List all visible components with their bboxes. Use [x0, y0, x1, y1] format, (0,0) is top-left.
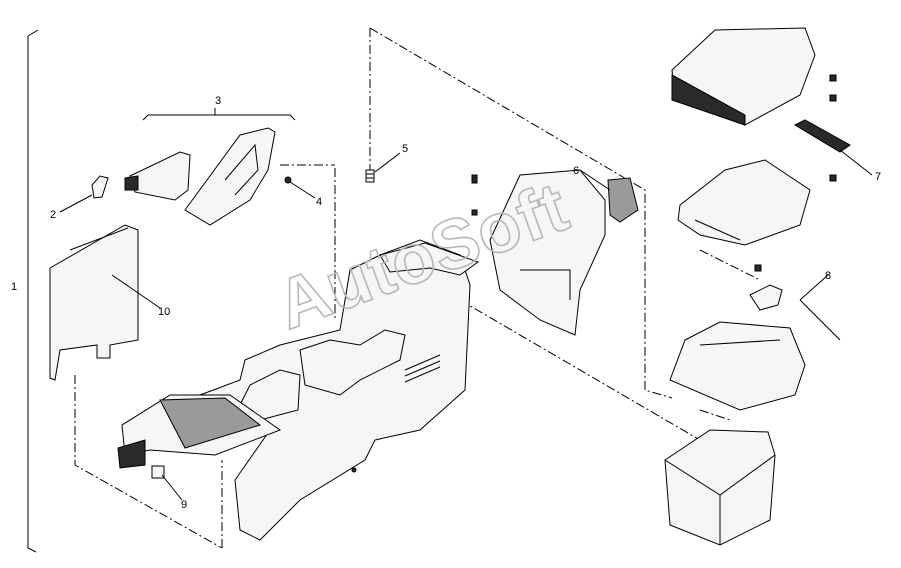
- callout-3: 3: [215, 95, 221, 107]
- part-3-trim-panel: [184, 127, 276, 226]
- bracket-1: [27, 29, 39, 553]
- part-10-mat: [49, 224, 139, 381]
- part-7-hinge: [793, 119, 851, 153]
- callout-6: 6: [573, 165, 579, 177]
- bracket-3: [142, 114, 296, 121]
- storage-tray: [669, 321, 806, 411]
- console-body: [199, 239, 480, 541]
- leader-lines: [59, 108, 873, 501]
- part-2-clip: [91, 175, 109, 199]
- callout-9: 9: [181, 499, 187, 511]
- storage-bin: [664, 429, 776, 546]
- part-8-latch: [749, 284, 841, 341]
- part-6-rear-panel: [489, 169, 639, 336]
- callout-2: 2: [50, 209, 56, 221]
- part-5-fastener: [365, 169, 375, 183]
- fasteners-right: [471, 74, 837, 272]
- part-4-screw: [284, 176, 292, 184]
- callout-10: 10: [158, 306, 170, 318]
- part-9-clip: [151, 465, 165, 479]
- callout-8: 8: [825, 270, 831, 282]
- armrest-lid: [671, 27, 816, 126]
- callout-7: 7: [875, 171, 881, 183]
- callout-4: 4: [316, 196, 322, 208]
- part-3-bezel: [124, 151, 191, 201]
- assembly-lines: [74, 27, 761, 549]
- callout-5: 5: [402, 143, 408, 155]
- front-pocket: [117, 394, 282, 469]
- lid-base: [677, 159, 811, 246]
- callout-1: 1: [11, 281, 17, 293]
